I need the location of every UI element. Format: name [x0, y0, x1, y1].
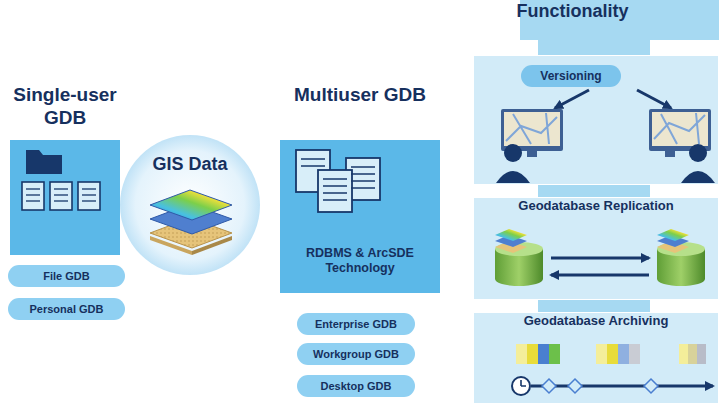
function-panel-art [496, 90, 715, 183]
box-heading: Single-user GDB [0, 83, 130, 129]
data-circle: GIS Data [120, 135, 260, 275]
panel-title: Geodatabase Archiving [474, 313, 718, 329]
pill-label: Enterprise GDB [297, 317, 415, 331]
storage-box-art [10, 140, 120, 255]
storage-box: Single-user GDB [10, 140, 120, 255]
function-panel-art [512, 344, 713, 395]
function-panel-art [474, 198, 719, 301]
data-circle-art [150, 190, 232, 255]
format-pill: Personal GDB [8, 298, 125, 320]
pill-label: Personal GDB [8, 302, 125, 316]
pill-label: Desktop GDB [297, 379, 415, 393]
circle-label: GIS Data [120, 153, 260, 175]
function-panel-art [495, 229, 705, 286]
function-pill: Versioning [521, 65, 621, 87]
format-pill: Workgroup GDB [297, 343, 415, 365]
pill-label: File GDB [8, 269, 125, 283]
format-pill: Desktop GDB [297, 375, 415, 397]
format-pill: Enterprise GDB [297, 313, 415, 335]
pill-label: Workgroup GDB [297, 347, 415, 361]
function-column: VersioningGeodatabase ReplicationGeodata… [473, 0, 719, 404]
storage-box-art [22, 150, 100, 210]
format-pill: File GDB [8, 265, 125, 287]
function-panel: Geodatabase Replication [473, 197, 719, 300]
box-body: RDBMS & ArcSDE Technology [290, 246, 430, 276]
function-panel: Versioning [473, 55, 719, 185]
box-heading: Multiuser GDB [280, 83, 440, 106]
panel-title: Geodatabase Replication [474, 198, 718, 214]
function-panel: Geodatabase Archiving [473, 312, 719, 404]
column-heading: Functionality [473, 0, 672, 22]
storage-box-art [296, 150, 380, 212]
storage-box: Multiuser GDBRDBMS & ArcSDE Technology [280, 140, 440, 293]
